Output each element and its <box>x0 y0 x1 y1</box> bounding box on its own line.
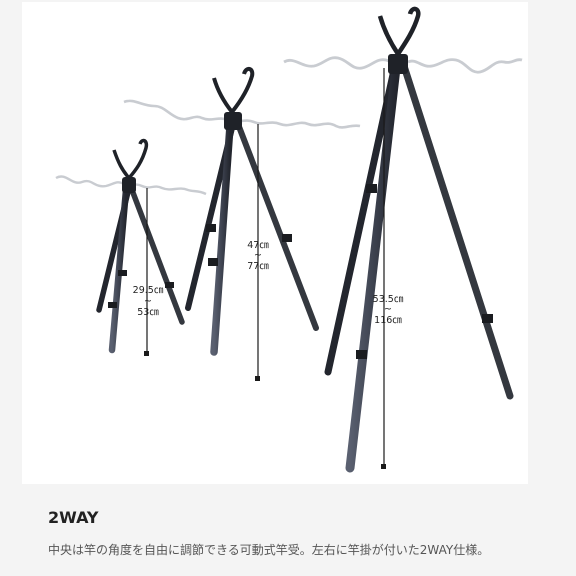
leg-clamp-small-3 <box>165 282 174 288</box>
tripod-leg-right-small <box>129 187 185 325</box>
leg-clamp-medium-3 <box>282 234 292 242</box>
tripod-leg-back-large <box>324 66 398 376</box>
height-tilde-medium: ~ <box>254 250 262 261</box>
tripod-head-large <box>388 54 408 74</box>
rod-rest-wire-large <box>283 56 523 74</box>
tripod-head-medium <box>224 112 242 130</box>
height-tilde-small: ~ <box>144 296 152 307</box>
leg-clamp-small-2 <box>108 302 117 308</box>
rod-holder-medium <box>212 67 255 114</box>
tripod-medium: 47㎝ ~ 77㎝ <box>123 67 361 381</box>
rod-holder-large <box>377 6 421 56</box>
tripod-illustration: 29.5㎝ ~ 53㎝ 47㎝ ~ 77㎝ <box>55 6 523 473</box>
leg-clamp-large-3 <box>482 314 493 323</box>
tripod-leg-left-medium <box>210 122 234 356</box>
height-min-medium: 47㎝ <box>247 240 269 251</box>
caption-block: 2WAY 中央は竿の角度を自由に調節できる可動式竿受。左右に竿掛が付いた2WAY… <box>48 508 548 560</box>
height-max-medium: 77㎝ <box>247 261 269 272</box>
tripod-leg-left-large <box>345 63 401 473</box>
feature-description: 中央は竿の角度を自由に調節できる可動式竿受。左右に竿掛が付いた2WAY仕様。 <box>48 543 490 557</box>
tripod-large: 53.5㎝ ~ 116㎝ <box>283 6 523 473</box>
tripod-leg-right-medium <box>235 121 319 331</box>
tripod-small: 29.5㎝ ~ 53㎝ <box>55 138 207 356</box>
tripod-head-small <box>122 177 136 193</box>
feature-title: 2WAY <box>48 508 99 527</box>
leg-clamp-medium-1 <box>206 224 216 232</box>
leg-clamp-medium-2 <box>208 258 218 266</box>
height-max-large: 116㎝ <box>374 315 402 326</box>
leg-clamp-large-1 <box>366 184 377 193</box>
rod-holder-small <box>112 138 149 180</box>
leg-clamp-large-2 <box>356 350 367 359</box>
height-max-small: 53㎝ <box>137 307 159 318</box>
height-min-small: 29.5㎝ <box>133 285 164 296</box>
tripod-leg-right-large <box>400 62 514 400</box>
leg-clamp-small-1 <box>118 270 127 276</box>
height-min-large: 53.5㎝ <box>373 294 404 305</box>
height-tilde-large: ~ <box>384 304 392 315</box>
product-photo: 29.5㎝ ~ 53㎝ 47㎝ ~ 77㎝ <box>22 2 528 484</box>
